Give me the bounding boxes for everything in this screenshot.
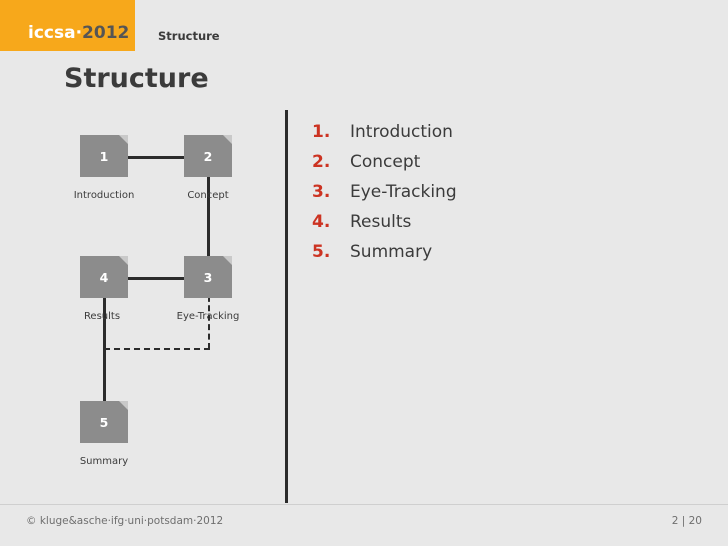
agenda-item-label: Introduction <box>350 122 453 142</box>
brand-separator: · <box>75 23 83 43</box>
diagram-node-1[interactable]: 1 <box>80 135 128 177</box>
agenda-item-number: 1. <box>312 122 331 142</box>
diagram-node-4-label: Results <box>83 311 121 322</box>
agenda-item-label: Summary <box>350 242 433 262</box>
agenda-item-results[interactable]: 4. Results <box>312 212 672 242</box>
connector-2-to-3 <box>207 156 210 278</box>
header-section-title: Structure <box>158 29 220 43</box>
connector-feedback-horizontal <box>104 348 210 350</box>
footer-divider <box>0 504 728 505</box>
diagram-node-1-label: Introduction <box>73 190 135 201</box>
diagram-node-2-number: 2 <box>203 148 213 164</box>
agenda-item-eye-tracking[interactable]: 3. Eye-Tracking <box>312 182 672 212</box>
brand-block <box>0 0 135 51</box>
brand-name: iccsa <box>28 23 76 43</box>
agenda-item-number: 2. <box>312 152 331 172</box>
agenda-item-number: 4. <box>312 212 331 232</box>
page-title: Structure <box>64 63 209 94</box>
vertical-divider <box>285 110 288 503</box>
brand-logo: iccsa·2012 <box>28 23 129 43</box>
brand-year: 2012 <box>82 23 130 43</box>
connector-feedback-vertical <box>208 277 210 349</box>
agenda-item-number: 3. <box>312 182 331 202</box>
footer-page-number: 2 | 20 <box>671 515 702 527</box>
agenda-item-summary[interactable]: 5. Summary <box>312 242 672 272</box>
diagram-node-3[interactable]: 3 <box>184 256 232 298</box>
structure-diagram: 1 Introduction 2 Concept 3 Eye-Tracking … <box>60 118 280 478</box>
diagram-node-5[interactable]: 5 <box>80 401 128 443</box>
connector-3-to-4 <box>125 277 209 280</box>
diagram-node-1-number: 1 <box>99 148 109 164</box>
connector-4-to-5 <box>103 277 106 401</box>
diagram-node-2-label: Concept <box>187 190 229 201</box>
agenda-list: 1. Introduction 2. Concept 3. Eye-Tracki… <box>312 122 672 272</box>
connector-1-to-2 <box>125 156 209 159</box>
diagram-node-5-number: 5 <box>99 414 109 430</box>
agenda-item-label: Eye-Tracking <box>350 182 457 202</box>
agenda-item-concept[interactable]: 2. Concept <box>312 152 672 182</box>
agenda-item-label: Concept <box>350 152 421 172</box>
footer-copyright: © kluge&asche·ifg·uni·potsdam·2012 <box>26 515 224 527</box>
diagram-node-2[interactable]: 2 <box>184 135 232 177</box>
agenda-item-number: 5. <box>312 242 331 262</box>
diagram-node-5-label: Summary <box>79 456 129 467</box>
diagram-node-4[interactable]: 4 <box>80 256 128 298</box>
diagram-node-4-number: 4 <box>99 269 109 285</box>
agenda-item-introduction[interactable]: 1. Introduction <box>312 122 672 152</box>
header-bar: iccsa·2012 Structure <box>0 0 728 56</box>
diagram-node-3-number: 3 <box>203 269 213 285</box>
diagram-node-3-label: Eye-Tracking <box>176 311 240 322</box>
agenda-item-label: Results <box>350 212 412 232</box>
